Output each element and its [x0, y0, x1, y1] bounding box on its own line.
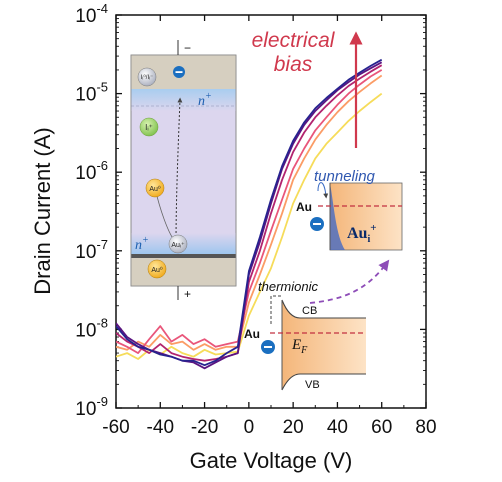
- tunneling-metal-label: Au: [296, 200, 312, 214]
- thermionic-band: [282, 300, 366, 390]
- tunneling-barrier: [330, 183, 345, 250]
- bottom-interface: [131, 254, 236, 258]
- y-axis-ticks: 10-9 10-8 10-7 10-6 10-5 10-4: [75, 1, 426, 420]
- valence-band: [281, 373, 366, 391]
- n-plus-top-label: n+: [198, 91, 212, 109]
- series-line-6: [116, 58, 383, 367]
- electrical-bias-annotation: electrical bias: [252, 29, 363, 148]
- plus-terminal: +: [184, 287, 191, 301]
- ion-ii-label: Iᵢ⁺: [145, 123, 153, 132]
- y-tick-label: 10-9: [75, 394, 108, 420]
- x-tick-label: -40: [147, 417, 174, 438]
- y-tick-label: 10-8: [75, 315, 108, 341]
- x-tick-label: 80: [415, 417, 436, 438]
- au-zero-bottom-ball: [147, 259, 167, 279]
- x-tick-label: 40: [327, 417, 348, 438]
- electrical-bias-line2: bias: [274, 53, 313, 76]
- cb-label: CB: [302, 305, 317, 317]
- bottom-electrode: [131, 258, 236, 286]
- series-line-4: [116, 64, 383, 362]
- au-plus-label: Auᵢ⁺: [171, 242, 185, 249]
- au-plus-ball: [168, 234, 188, 254]
- thermionic-metal-label: Au: [244, 327, 260, 341]
- tunneling-label: tunneling: [314, 168, 376, 185]
- transition-arrow: [309, 259, 390, 304]
- electrical-bias-line1: electrical: [252, 29, 336, 52]
- x-tick-label: 60: [371, 417, 392, 438]
- tunneling-band: [329, 182, 403, 251]
- data-series: [116, 58, 383, 370]
- ion-top-ball: [137, 67, 157, 87]
- n-plus-bottom-label: n+: [135, 235, 149, 253]
- conduction-band: [281, 299, 366, 319]
- y-tick-label: 10-5: [75, 80, 108, 106]
- au-zero-mid-ball: [145, 178, 165, 198]
- x-axis-title: Gate Voltage (V): [190, 448, 353, 473]
- vb-label: VB: [305, 379, 320, 391]
- y-tick-label: 10-4: [75, 1, 108, 27]
- thermionic-label: thermionic: [258, 279, 318, 294]
- x-tick-label: 20: [283, 417, 304, 438]
- tunneling-species: Aui+: [347, 222, 377, 245]
- au-zero-mid-label: Au⁰: [149, 185, 161, 193]
- thermionic-inset: thermionic CB VB Au EF: [244, 279, 366, 391]
- x-axis-ticks: -60 -40 -20 0 20 40 60 80: [102, 15, 437, 438]
- series-line-3: [116, 69, 383, 355]
- ion-top-label: Iᵢ⁰/Iᵢ⁻: [141, 74, 153, 81]
- series-line-2: [116, 74, 383, 351]
- tunneling-inset: tunneling Au Aui+: [296, 168, 403, 251]
- x-tick-label: -60: [102, 417, 129, 438]
- minus-terminal: −: [184, 41, 191, 55]
- y-tick-label: 10-7: [75, 237, 108, 263]
- n-plus-top-layer: [131, 89, 236, 111]
- x-tick-label: 0: [244, 417, 255, 438]
- x-tick-label: -20: [191, 417, 218, 438]
- au-zero-bottom-label: Au⁰: [151, 266, 163, 274]
- y-axis-title: Drain Current (A): [30, 127, 55, 294]
- fermi-label: EF: [291, 337, 308, 356]
- device-inset: − + n+ n+ Iᵢ⁰/Iᵢ⁻ Iᵢ⁺ Au⁰ Auᵢ⁺ Au⁰: [130, 40, 237, 301]
- ion-ii-ball: [139, 117, 159, 137]
- y-tick-label: 10-6: [75, 158, 108, 184]
